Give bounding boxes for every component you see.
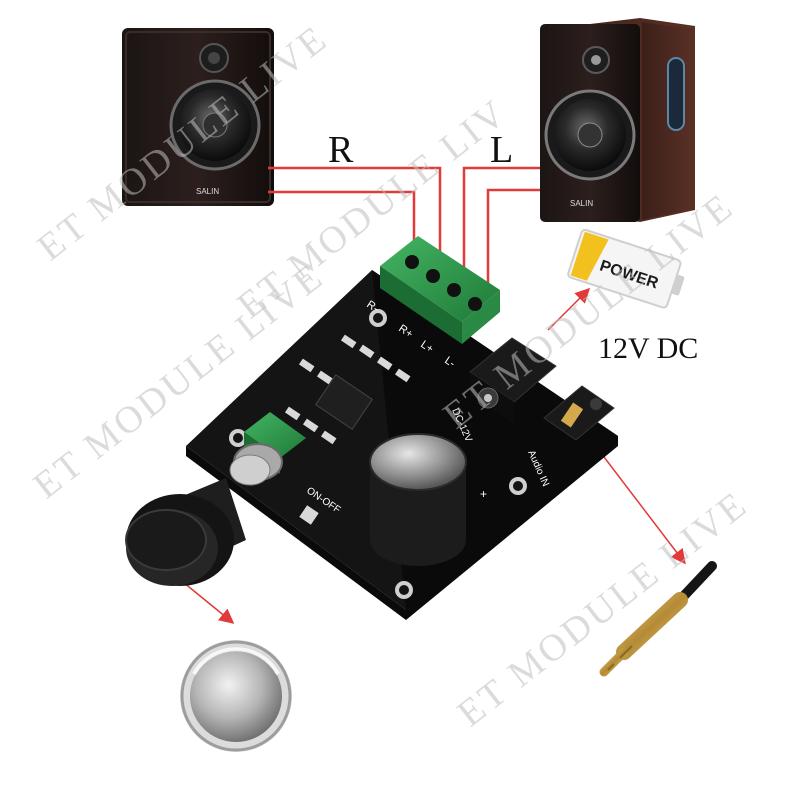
knob-icon — [180, 640, 292, 752]
screw-terminal-block — [380, 236, 500, 344]
volume-potentiometer — [229, 412, 306, 486]
battery-power-icon: POWER — [567, 228, 685, 309]
speaker-left-channel: SALIN — [540, 18, 695, 222]
cap-polarity-mark: + — [480, 487, 487, 501]
left-channel-label: L — [490, 129, 513, 171]
speaker-right-channel: SALIN — [122, 28, 274, 206]
amplifier-board: R- R+ L+ L- DC-12V Audio IN + ON-OFF — [125, 236, 618, 620]
terminal-label-l-plus: L+ — [418, 339, 435, 356]
volume-knob — [125, 478, 246, 586]
audio-plug-icon — [599, 561, 717, 677]
right-channel-label: R — [328, 129, 354, 171]
dc-power-jack — [469, 337, 557, 424]
switch-pad — [299, 505, 319, 525]
electrolytic-capacitor — [369, 433, 467, 566]
speaker-wires — [268, 166, 540, 292]
voltage-label: 12V DC — [598, 332, 698, 365]
power-arrow — [547, 287, 591, 331]
speaker-brand-left: SALIN — [570, 199, 593, 208]
audio-input-jack — [543, 385, 615, 441]
speaker-brand-right: SALIN — [196, 187, 219, 196]
